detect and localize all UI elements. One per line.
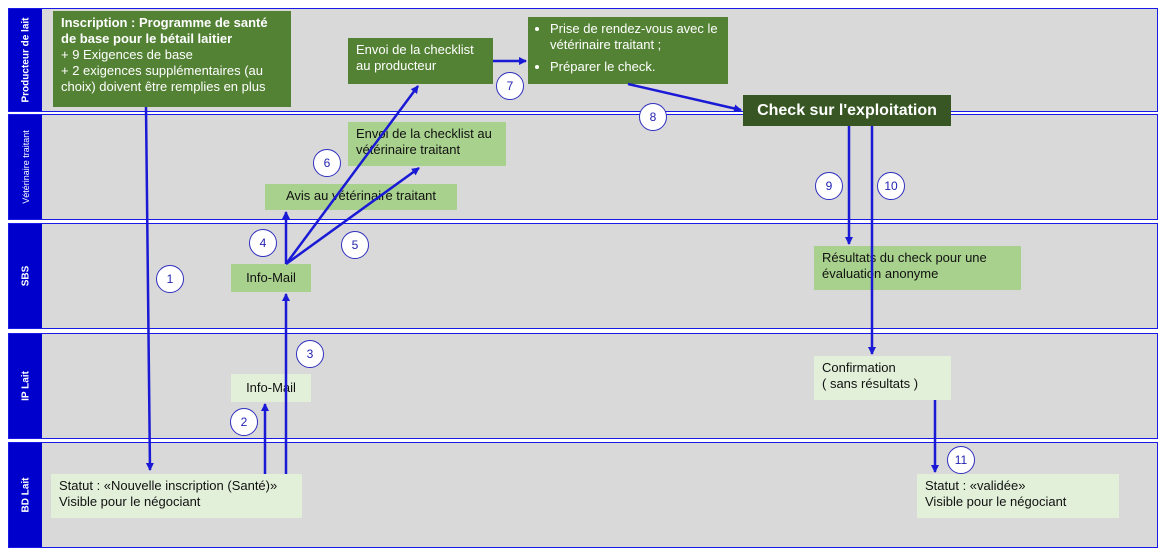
step-3: 3: [296, 340, 324, 368]
rendez-vous-list: Prise de rendez-vous avec le vétérinaire…: [536, 21, 720, 75]
step-7: 7: [496, 72, 524, 100]
lane-label-sbs: SBS: [9, 224, 42, 328]
step-8: 8: [639, 103, 667, 131]
step-4: 4: [249, 229, 277, 257]
confirmation-box: Confirmation ( sans résultats ): [814, 356, 951, 400]
statut-nouvelle-inscription-box: Statut : «Nouvelle inscription (Santé)» …: [51, 474, 302, 518]
step-9: 9: [815, 172, 843, 200]
step-11: 11: [947, 446, 975, 474]
lane-label-veterinaire: Vétérinaire traitant: [9, 115, 42, 219]
statut-validee-box: Statut : «validée» Visible pour le négoc…: [917, 474, 1119, 518]
inscription-box: Inscription : Programme de santé de base…: [53, 11, 291, 107]
avis-veterinaire-box: Avis au vétérinaire traitant: [265, 184, 457, 210]
step-1: 1: [156, 265, 184, 293]
rendez-vous-item: Prise de rendez-vous avec le vétérinaire…: [550, 21, 720, 53]
lane-label-bd: BD Lait: [9, 443, 42, 547]
lane-label-producteur: Producteur de lait: [9, 9, 42, 111]
check-exploitation-box: Check sur l'exploitation: [743, 95, 951, 126]
lane-veterinaire: Vétérinaire traitant: [8, 114, 1158, 220]
preparer-check-item: Préparer le check.: [550, 59, 720, 75]
envoi-checklist-veterinaire-box: Envoi de la checklist au vétérinaire tra…: [348, 122, 506, 166]
lane-ip: IP Lait: [8, 333, 1158, 439]
step-10: 10: [877, 172, 905, 200]
step-5: 5: [341, 231, 369, 259]
step-6: 6: [313, 149, 341, 177]
info-mail-sbs-box: Info-Mail: [231, 264, 311, 292]
step-2: 2: [230, 408, 258, 436]
rendez-vous-box: Prise de rendez-vous avec le vétérinaire…: [528, 17, 728, 84]
lane-label-ip: IP Lait: [9, 334, 42, 438]
resultats-check-box: Résultats du check pour une évaluation a…: [814, 246, 1021, 290]
envoi-checklist-producteur-box: Envoi de la checklist au producteur: [348, 38, 493, 84]
info-mail-ip-box: Info-Mail: [231, 374, 311, 402]
